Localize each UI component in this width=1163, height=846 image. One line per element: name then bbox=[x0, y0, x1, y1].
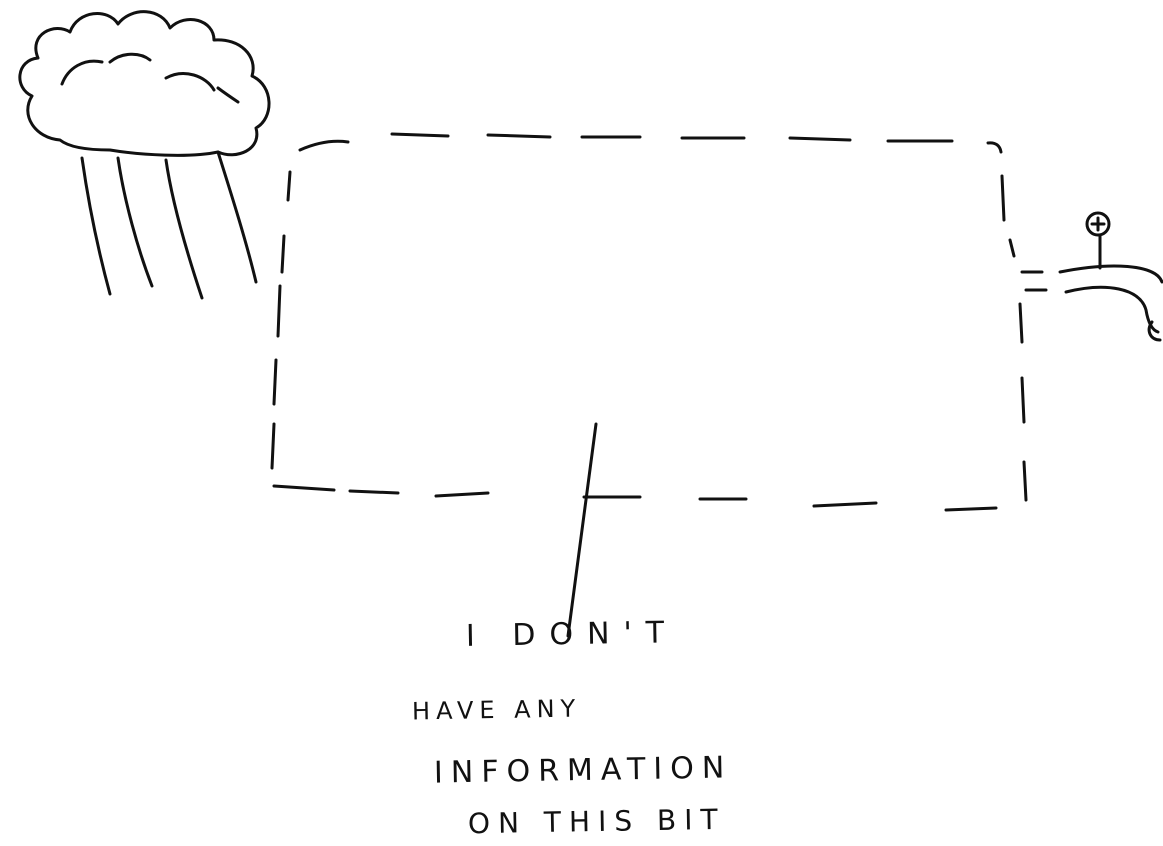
dash bbox=[270, 422, 276, 470]
dash bbox=[276, 284, 282, 338]
tap-handle-detail bbox=[1090, 216, 1106, 232]
dash bbox=[1022, 460, 1028, 502]
dash bbox=[286, 170, 292, 202]
dash bbox=[272, 358, 278, 406]
rain-line bbox=[164, 158, 204, 300]
tap-icon bbox=[1020, 211, 1163, 342]
tap-drip bbox=[1147, 320, 1162, 342]
rain-cloud-icon bbox=[18, 10, 271, 157]
dash bbox=[1008, 238, 1016, 258]
rain-line bbox=[80, 156, 112, 296]
caption-line-4: ON THIS BIT bbox=[467, 802, 726, 841]
dash bbox=[944, 506, 998, 512]
tap-spout bbox=[1064, 285, 1160, 334]
dash bbox=[298, 139, 350, 152]
dash bbox=[1018, 302, 1024, 344]
dash bbox=[486, 133, 552, 139]
dash bbox=[280, 234, 286, 274]
dash bbox=[986, 141, 1003, 154]
dash bbox=[1000, 174, 1006, 222]
tap-spout bbox=[1058, 264, 1163, 284]
cloud-detail bbox=[108, 52, 152, 64]
caption-line-1: I DON'T bbox=[465, 615, 679, 654]
caption-line-2: HAVE ANY bbox=[411, 694, 582, 726]
rain-line bbox=[116, 156, 154, 288]
caption-line-3: INFORMATION bbox=[433, 750, 733, 791]
cloud-detail bbox=[164, 72, 216, 92]
dash bbox=[788, 136, 852, 142]
dash bbox=[390, 132, 450, 138]
dash bbox=[812, 501, 878, 508]
rain-line bbox=[216, 150, 258, 284]
dash bbox=[272, 484, 336, 492]
pointer-line bbox=[566, 422, 598, 638]
tap-handle bbox=[1085, 211, 1111, 237]
rain-lines bbox=[80, 150, 258, 300]
dash bbox=[1020, 376, 1026, 424]
cloud-detail bbox=[216, 86, 240, 104]
cloud-detail bbox=[60, 59, 104, 86]
dash bbox=[434, 491, 490, 498]
dashed-box bbox=[270, 132, 1028, 512]
dash bbox=[348, 489, 400, 495]
cloud-outline bbox=[18, 10, 271, 157]
